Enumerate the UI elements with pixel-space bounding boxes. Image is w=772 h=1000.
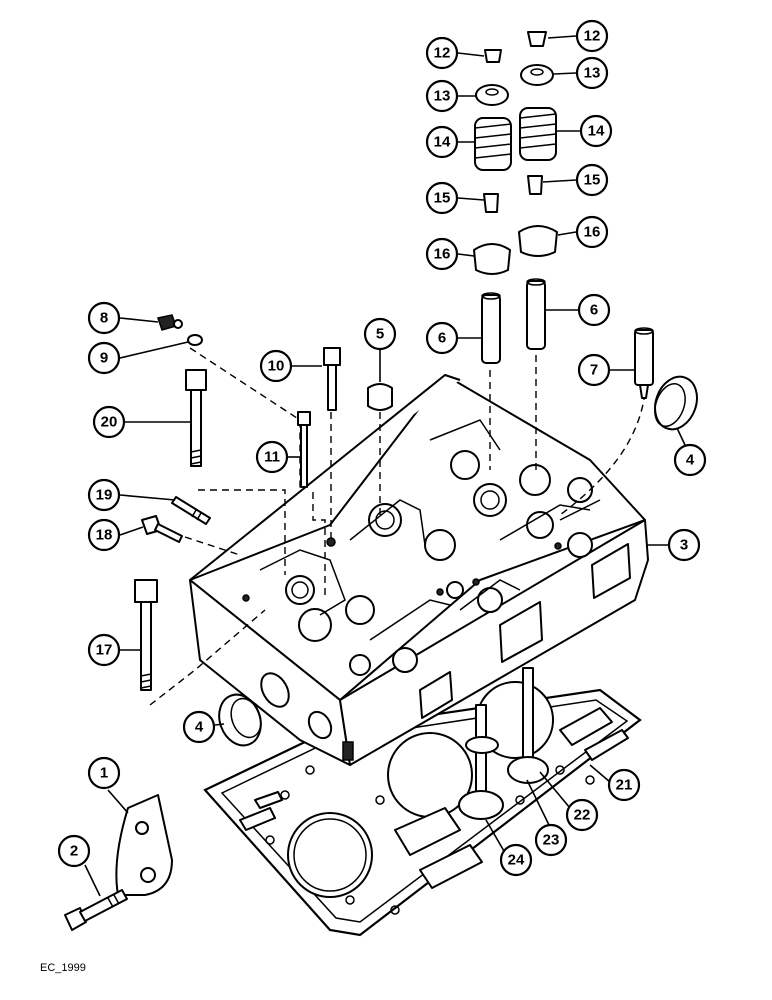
svg-text:22: 22	[574, 807, 591, 824]
callout-14: 14	[425, 125, 459, 159]
callout-8: 8	[87, 301, 121, 335]
svg-text:8: 8	[100, 310, 108, 327]
svg-text:14: 14	[588, 123, 605, 140]
svg-text:10: 10	[268, 358, 285, 375]
callout-12: 12	[425, 36, 459, 70]
callout-6: 6	[577, 293, 611, 327]
callout-11: 11	[255, 440, 289, 474]
valve-spring-left	[474, 117, 512, 171]
svg-text:9: 9	[100, 350, 108, 367]
callout-1: 1	[87, 756, 121, 790]
cylinder-head	[189, 374, 649, 766]
svg-text:7: 7	[590, 362, 598, 379]
callout-15: 15	[425, 181, 459, 215]
callout-5: 5	[363, 317, 397, 351]
svg-text:1: 1	[100, 765, 108, 782]
svg-text:23: 23	[543, 832, 560, 849]
valve-spring-right	[519, 107, 557, 161]
callout-18: 18	[87, 518, 121, 552]
svg-text:15: 15	[584, 172, 601, 189]
callout-23: 23	[534, 823, 568, 857]
svg-text:3: 3	[680, 537, 688, 554]
svg-text:13: 13	[584, 65, 601, 82]
figure-id: EC_1999	[40, 962, 86, 974]
callout-12: 12	[575, 19, 609, 53]
callout-13: 13	[425, 79, 459, 113]
callout-16: 16	[425, 237, 459, 271]
callout-10: 10	[259, 349, 293, 383]
callout-13: 13	[575, 56, 609, 90]
valves	[458, 667, 549, 820]
svg-text:14: 14	[434, 134, 451, 151]
callout-17: 17	[87, 633, 121, 667]
svg-text:21: 21	[616, 777, 633, 794]
svg-text:13: 13	[434, 88, 451, 105]
callout-6: 6	[425, 321, 459, 355]
leader-lines	[84, 35, 686, 897]
callout-19: 19	[87, 478, 121, 512]
svg-text:18: 18	[96, 527, 113, 544]
callout-24: 24	[499, 843, 533, 877]
svg-text:4: 4	[686, 452, 695, 469]
svg-text:6: 6	[590, 302, 598, 319]
svg-text:4: 4	[195, 719, 204, 736]
svg-text:17: 17	[96, 642, 113, 659]
bracket-and-bolt	[64, 794, 173, 931]
assembly-guides	[149, 347, 646, 706]
svg-text:20: 20	[101, 414, 118, 431]
svg-text:11: 11	[264, 449, 280, 466]
svg-text:12: 12	[584, 28, 601, 45]
callouts: 12 12 13 13 14 14 15 15 16 16 8 9 5 10 6…	[57, 19, 707, 877]
valve-train-parts	[134, 31, 698, 747]
callout-22: 22	[565, 798, 599, 832]
callout-14: 14	[579, 114, 613, 148]
svg-text:12: 12	[434, 45, 451, 62]
svg-text:15: 15	[434, 190, 451, 207]
callout-15: 15	[575, 163, 609, 197]
svg-text:19: 19	[96, 487, 113, 504]
callout-21: 21	[607, 768, 641, 802]
callout-4: 4	[673, 443, 707, 477]
callout-9: 9	[87, 341, 121, 375]
svg-text:6: 6	[438, 330, 446, 347]
callout-16: 16	[575, 215, 609, 249]
svg-text:5: 5	[376, 326, 384, 343]
svg-text:16: 16	[584, 224, 601, 241]
callout-7: 7	[577, 353, 611, 387]
callout-20: 20	[92, 405, 126, 439]
callout-4: 4	[182, 710, 216, 744]
svg-text:24: 24	[508, 852, 525, 869]
callout-3: 3	[667, 528, 701, 562]
callout-2: 2	[57, 834, 91, 868]
svg-text:2: 2	[70, 843, 78, 860]
svg-text:16: 16	[434, 246, 451, 263]
